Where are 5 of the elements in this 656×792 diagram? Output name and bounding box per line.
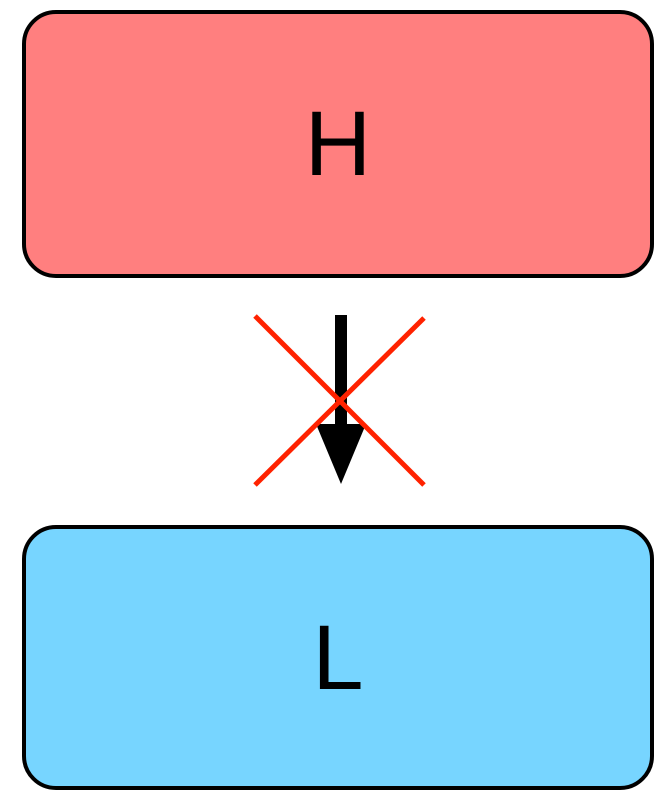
- box-label: L: [312, 612, 364, 704]
- box-label: H: [304, 98, 372, 190]
- rounded-box: [22, 10, 654, 278]
- arrow: [316, 315, 366, 484]
- rounded-box: [22, 525, 654, 790]
